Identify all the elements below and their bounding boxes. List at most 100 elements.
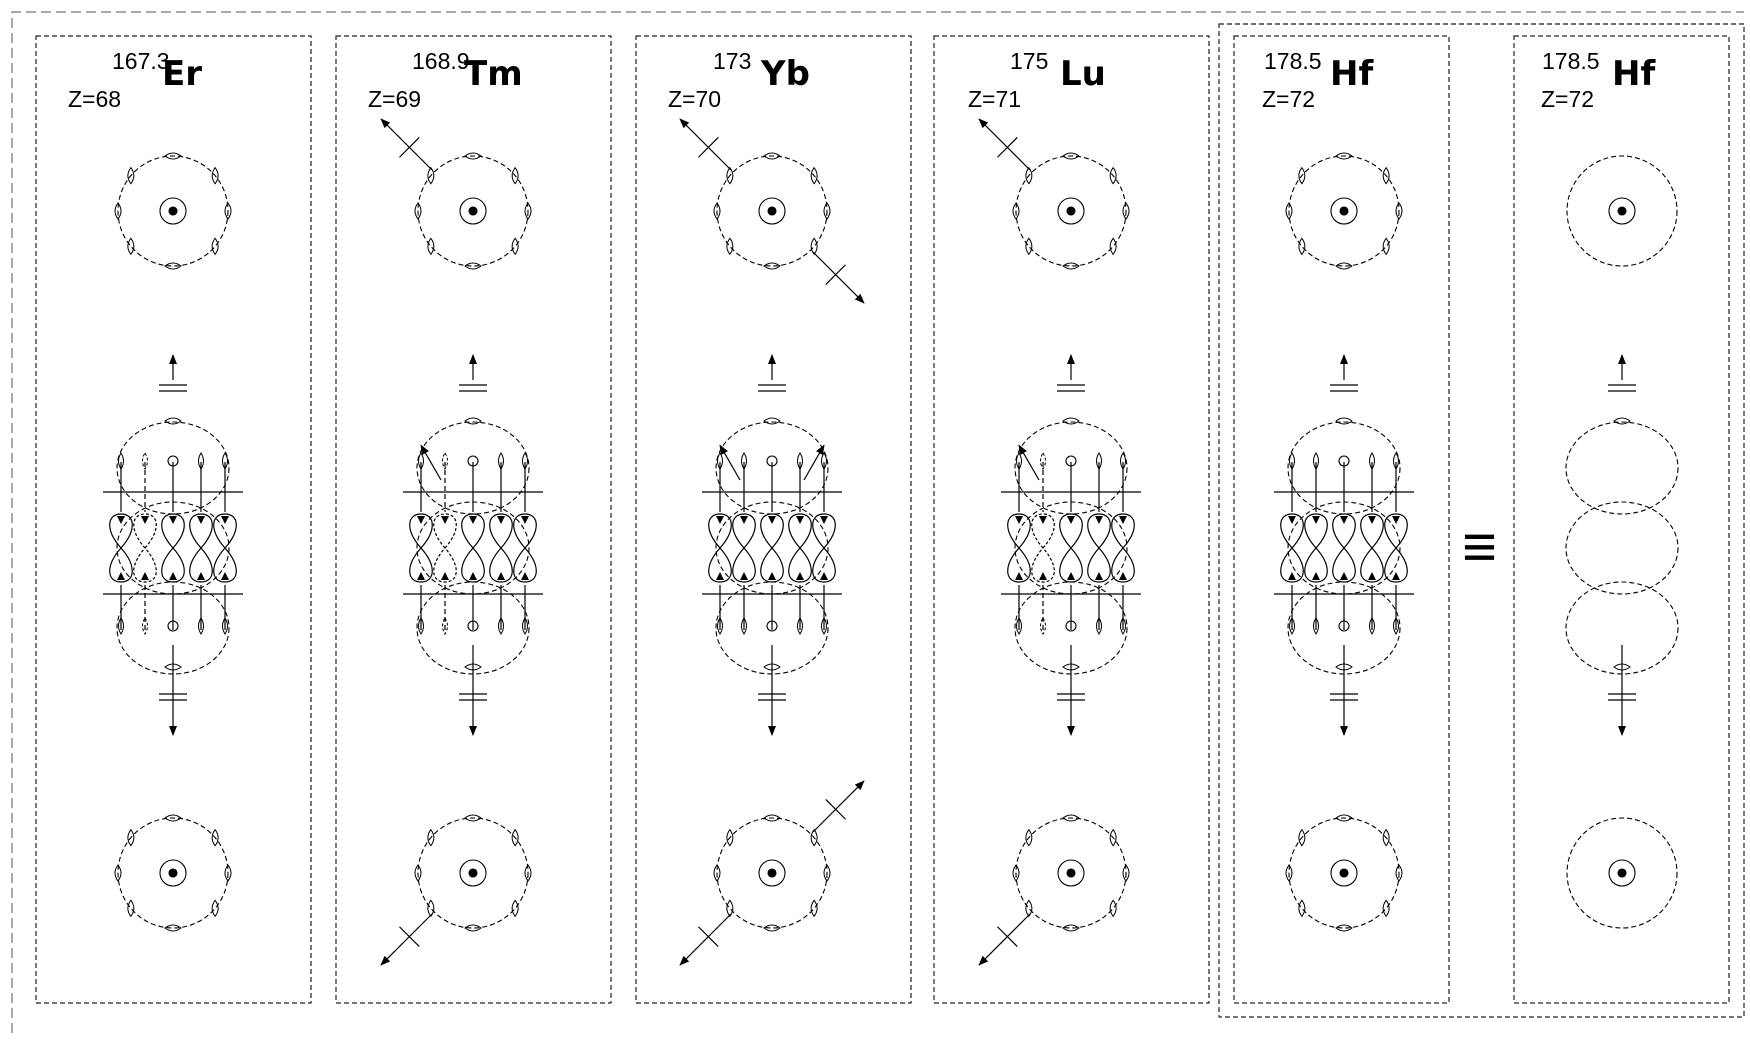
figure-eight-loop <box>513 513 537 583</box>
rod-end <box>1289 617 1295 635</box>
rod-end <box>418 617 424 635</box>
nucleus-core <box>168 868 178 878</box>
cluster-atom <box>1285 152 1403 270</box>
cluster-atom <box>1566 155 1678 267</box>
core-emission-arrow <box>1018 444 1040 481</box>
electron <box>127 899 135 918</box>
loop-arrow <box>820 572 828 580</box>
loop-arrow <box>820 516 828 524</box>
electron <box>164 663 182 671</box>
element-symbol: Hf <box>1612 54 1656 94</box>
nucleus-ring <box>1330 859 1358 887</box>
electron <box>713 864 721 882</box>
nucleus-ring <box>758 197 786 225</box>
electron <box>763 262 781 270</box>
electron <box>164 262 182 270</box>
electron <box>1335 417 1353 425</box>
nucleus-ring <box>1608 197 1636 225</box>
loop-arrow <box>417 572 425 580</box>
panel-drawing-hfsimple <box>1565 155 1679 929</box>
electron <box>1395 864 1403 882</box>
figure-eight-loop <box>1031 513 1055 583</box>
panel-drawing-yb <box>679 118 865 966</box>
core-emission-arrow <box>719 444 741 481</box>
rod-end <box>1040 617 1046 635</box>
electron <box>1062 663 1080 671</box>
loop-arrow <box>441 516 449 524</box>
core-structure <box>702 354 842 736</box>
loop-arrow <box>1067 572 1075 580</box>
bond-tick <box>698 926 719 947</box>
rod-end <box>442 617 448 635</box>
element-symbol: Yb <box>760 54 810 94</box>
loop-arrow <box>796 572 804 580</box>
electron <box>427 237 435 256</box>
panel-label-hf: 178.5 Hf Z=72 <box>1262 48 1374 112</box>
panel-label-yb: 173 Yb Z=70 <box>668 48 810 112</box>
mass-number: 178.5 <box>1264 48 1322 74</box>
electron <box>164 814 182 822</box>
bond-tick <box>825 799 846 820</box>
panel-drawing-tm <box>380 118 543 966</box>
panel-drawing-hf <box>1274 152 1414 932</box>
cluster-atom <box>1285 814 1403 932</box>
figure-eight-loop <box>1332 513 1356 583</box>
electron <box>1109 899 1117 918</box>
cluster-atom <box>380 118 532 270</box>
nucleus-core <box>767 206 777 216</box>
nucleus-core <box>1066 206 1076 216</box>
electron <box>1382 237 1390 256</box>
figure-eight-loop <box>1304 513 1328 583</box>
emission-arrow <box>978 118 1031 171</box>
loop-arrow <box>117 572 125 580</box>
rod-end <box>1040 452 1046 470</box>
rod-end <box>118 617 124 635</box>
rod-end <box>222 617 228 635</box>
rod-end <box>1393 617 1399 635</box>
electron <box>1285 864 1293 882</box>
rod-end <box>741 452 747 470</box>
loop-arrow <box>1392 516 1400 524</box>
panel-drawing-er <box>103 152 243 932</box>
loop-arrow <box>1288 572 1296 580</box>
electron <box>1382 166 1390 185</box>
electron <box>823 864 831 882</box>
rod-end <box>1369 452 1375 470</box>
outer-frame <box>11 11 1744 1033</box>
rod-end <box>741 617 747 635</box>
rod-end <box>1016 617 1022 635</box>
figure-eight-loop <box>1360 513 1384 583</box>
mass-number: 178.5 <box>1542 48 1600 74</box>
electron <box>211 166 219 185</box>
electron <box>1109 237 1117 256</box>
emission-arrow <box>978 913 1031 966</box>
loop-arrow <box>521 572 529 580</box>
loop-arrow <box>1288 516 1296 524</box>
atom-ring <box>1566 817 1678 929</box>
electron <box>127 237 135 256</box>
nucleus-ring <box>159 859 187 887</box>
figure-eight-loop <box>433 513 457 583</box>
electron <box>810 828 818 847</box>
electron <box>1062 814 1080 822</box>
loop-arrow <box>796 516 804 524</box>
nucleus-core <box>1339 868 1349 878</box>
electron <box>464 417 482 425</box>
rod-end <box>467 620 479 632</box>
loop-arrow <box>197 572 205 580</box>
loop-arrow <box>1340 516 1348 524</box>
lower-shell <box>1565 581 1679 675</box>
atom-ring <box>1288 155 1400 267</box>
loop-arrow <box>1392 572 1400 580</box>
electron <box>127 166 135 185</box>
electron <box>1613 417 1631 425</box>
loop-arrow <box>469 516 477 524</box>
electron <box>1062 417 1080 425</box>
electron <box>524 202 532 220</box>
electron <box>1109 828 1117 847</box>
electron <box>164 152 182 160</box>
nucleus-core <box>767 868 777 878</box>
loop-arrow <box>521 516 529 524</box>
panel-label-hf-simple: 178.5 Hf Z=72 <box>1541 48 1656 112</box>
nucleus-core <box>468 206 478 216</box>
